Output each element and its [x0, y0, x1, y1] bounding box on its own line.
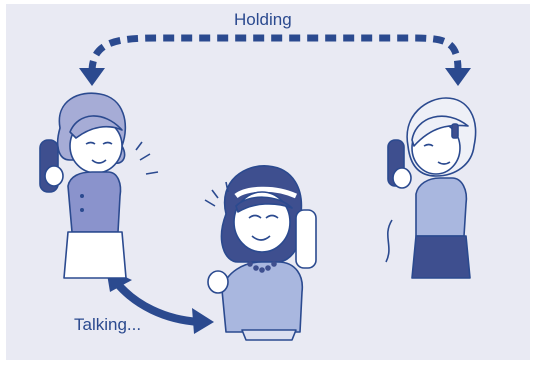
holding-label: Holding — [234, 10, 292, 30]
left-caller-figure — [40, 93, 158, 278]
right-caller-figure — [386, 98, 476, 278]
holding-arrow-icon — [79, 38, 471, 86]
center-caller-figure — [205, 166, 316, 340]
talking-label: Talking... — [74, 315, 141, 335]
